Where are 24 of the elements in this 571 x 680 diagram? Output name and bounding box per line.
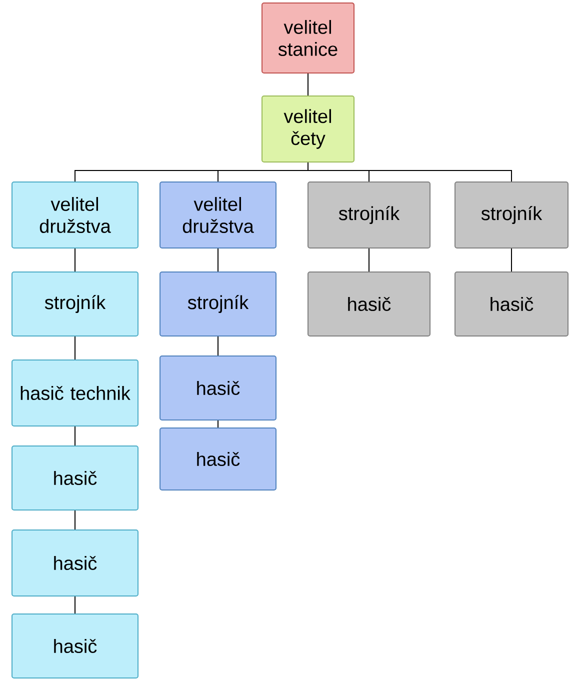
org-box: velitel družstva: [12, 182, 138, 248]
org-box: hasič: [308, 272, 430, 336]
connector-line: [308, 162, 512, 182]
connector-line: [74, 426, 76, 446]
org-box: hasič: [12, 530, 138, 596]
org-box: hasič: [160, 356, 276, 420]
org-box: hasič technik: [12, 360, 138, 426]
connector-line: [74, 248, 76, 272]
org-box: hasič: [12, 614, 138, 678]
connector-line: [74, 596, 76, 614]
org-box: strojník: [454, 182, 568, 248]
org-box: strojník: [12, 272, 138, 336]
org-box: strojník: [160, 272, 276, 336]
connector-line: [368, 248, 370, 272]
org-box: hasič: [454, 272, 568, 336]
org-box: velitel čety: [262, 96, 354, 162]
connector-line: [74, 336, 76, 360]
org-box: hasič: [12, 446, 138, 510]
org-box: velitel družstva: [160, 182, 276, 248]
org-box: velitel stanice: [262, 2, 354, 74]
org-box: strojník: [308, 182, 430, 248]
connector-line: [511, 248, 512, 272]
org-box: hasič: [160, 428, 276, 490]
connector-line: [74, 510, 76, 530]
